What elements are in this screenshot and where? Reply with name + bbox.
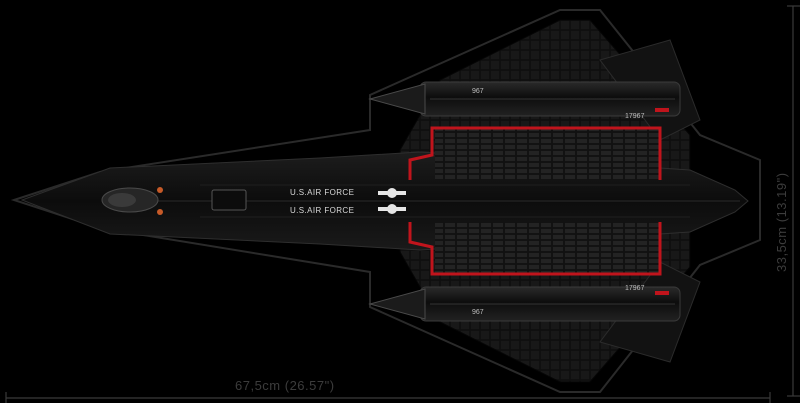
span-dimension-line — [787, 5, 800, 397]
star-insignia-bottom — [378, 204, 406, 214]
span-dimension-label: 33,5cm (13.19") — [774, 172, 789, 272]
cockpit-canopy — [101, 187, 247, 215]
star-insignia-top — [378, 188, 406, 198]
nacelle-serial-bottom: 967 — [472, 309, 484, 316]
engine-nacelle-top — [368, 81, 681, 117]
usaf-marking-top: U.S.AIR FORCE — [290, 188, 354, 197]
wing-panel-bottom — [408, 222, 662, 276]
length-dimension-label: 67,5cm (26.57") — [235, 378, 335, 393]
tail-number-bottom: 17967 — [625, 285, 645, 292]
nacelle-serial-top: 967 — [472, 88, 484, 95]
wing-panel-top — [408, 126, 662, 180]
silhouette-outline — [10, 9, 761, 393]
engine-nacelle-bottom — [368, 286, 681, 322]
usaf-marking-bottom: U.S.AIR FORCE — [290, 206, 354, 215]
length-dimension-line — [5, 392, 771, 403]
tail-number-top: 17967 — [625, 113, 645, 120]
